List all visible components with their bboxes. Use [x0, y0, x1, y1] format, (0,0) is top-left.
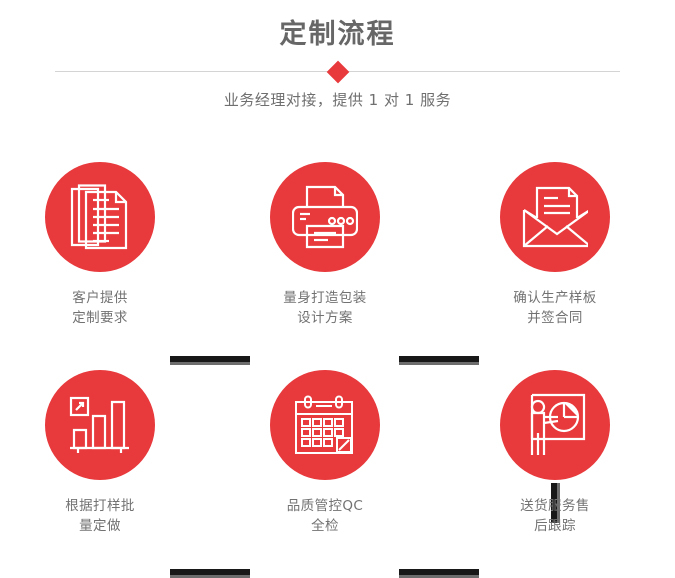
calendar-icon	[295, 395, 353, 454]
step-2-circle[interactable]	[270, 162, 380, 272]
connector-bar	[399, 356, 479, 362]
connector-step3-step6	[551, 483, 560, 523]
step-5-caption: 品质管控QC 全检	[240, 496, 410, 536]
flow-step-6[interactable]: 送货服务售 后跟踪	[470, 358, 640, 536]
connector-step2-step3	[399, 356, 479, 365]
connector-step5-step6	[399, 569, 479, 578]
connector-shadow	[399, 362, 479, 365]
step-2-caption-line-1: 量身打造包装	[283, 290, 367, 306]
documents-stack-icon	[70, 184, 128, 250]
connector-bar	[170, 356, 250, 362]
step-3-caption-line-1: 确认生产样板	[513, 290, 597, 306]
step-6-circle[interactable]	[500, 370, 610, 480]
step-1-caption-line-1: 客户提供	[72, 290, 128, 306]
connector-shadow	[170, 362, 250, 365]
subtitle: 业务经理对接，提供 1 对 1 服务	[223, 91, 452, 109]
step-1-caption-line-2: 定制要求	[72, 310, 128, 326]
flow-step-1[interactable]: 客户提供 定制要求	[15, 150, 185, 328]
step-4-circle[interactable]	[45, 370, 155, 480]
header-section: 定制流程 业务经理对接，提供 1 对 1 服务	[0, 0, 675, 130]
divider	[55, 60, 620, 83]
step-3-caption-line-2: 并签合同	[527, 310, 583, 326]
step-6-caption-line-1: 送货服务售	[520, 498, 590, 514]
flow-step-5[interactable]: 品质管控QC 全检	[240, 358, 410, 536]
flow-step-3[interactable]: 确认生产样板 并签合同	[470, 150, 640, 328]
step-3-caption: 确认生产样板 并签合同	[470, 288, 640, 328]
diamond-marker-icon	[326, 60, 349, 83]
connector-step1-step2	[170, 356, 250, 365]
step-1-circle[interactable]	[45, 162, 155, 272]
bar-chart-growth-icon	[69, 396, 129, 453]
page-title: 定制流程	[279, 19, 396, 50]
step-1-caption: 客户提供 定制要求	[15, 288, 185, 328]
step-2-caption: 量身打造包装 设计方案	[240, 288, 410, 328]
connector-step4-step5	[170, 569, 250, 578]
connector-shadow	[557, 483, 560, 523]
step-5-caption-line-1: 品质管控QC	[286, 498, 364, 514]
step-4-caption: 根据打样批 量定做	[15, 496, 185, 536]
printer-icon	[292, 185, 358, 249]
connector-bar	[551, 483, 557, 523]
presentation-pie-chart-icon	[530, 393, 586, 455]
step-5-caption-line-2: 全检	[311, 518, 339, 534]
step-3-circle[interactable]	[500, 162, 610, 272]
step-4-caption-line-2: 量定做	[79, 518, 121, 534]
step-4-caption-line-1: 根据打样批	[65, 498, 135, 514]
process-flow: 客户提供 定制要求 量身打造包装 设计方案	[0, 150, 675, 578]
step-6-caption: 送货服务售 后跟踪	[470, 496, 640, 536]
step-2-caption-line-2: 设计方案	[297, 310, 353, 326]
flow-step-2[interactable]: 量身打造包装 设计方案	[240, 150, 410, 328]
step-5-circle[interactable]	[270, 370, 380, 480]
step-6-caption-line-2: 后跟踪	[534, 518, 576, 534]
envelope-letter-icon	[522, 186, 588, 248]
flow-step-4[interactable]: 根据打样批 量定做	[15, 358, 185, 536]
